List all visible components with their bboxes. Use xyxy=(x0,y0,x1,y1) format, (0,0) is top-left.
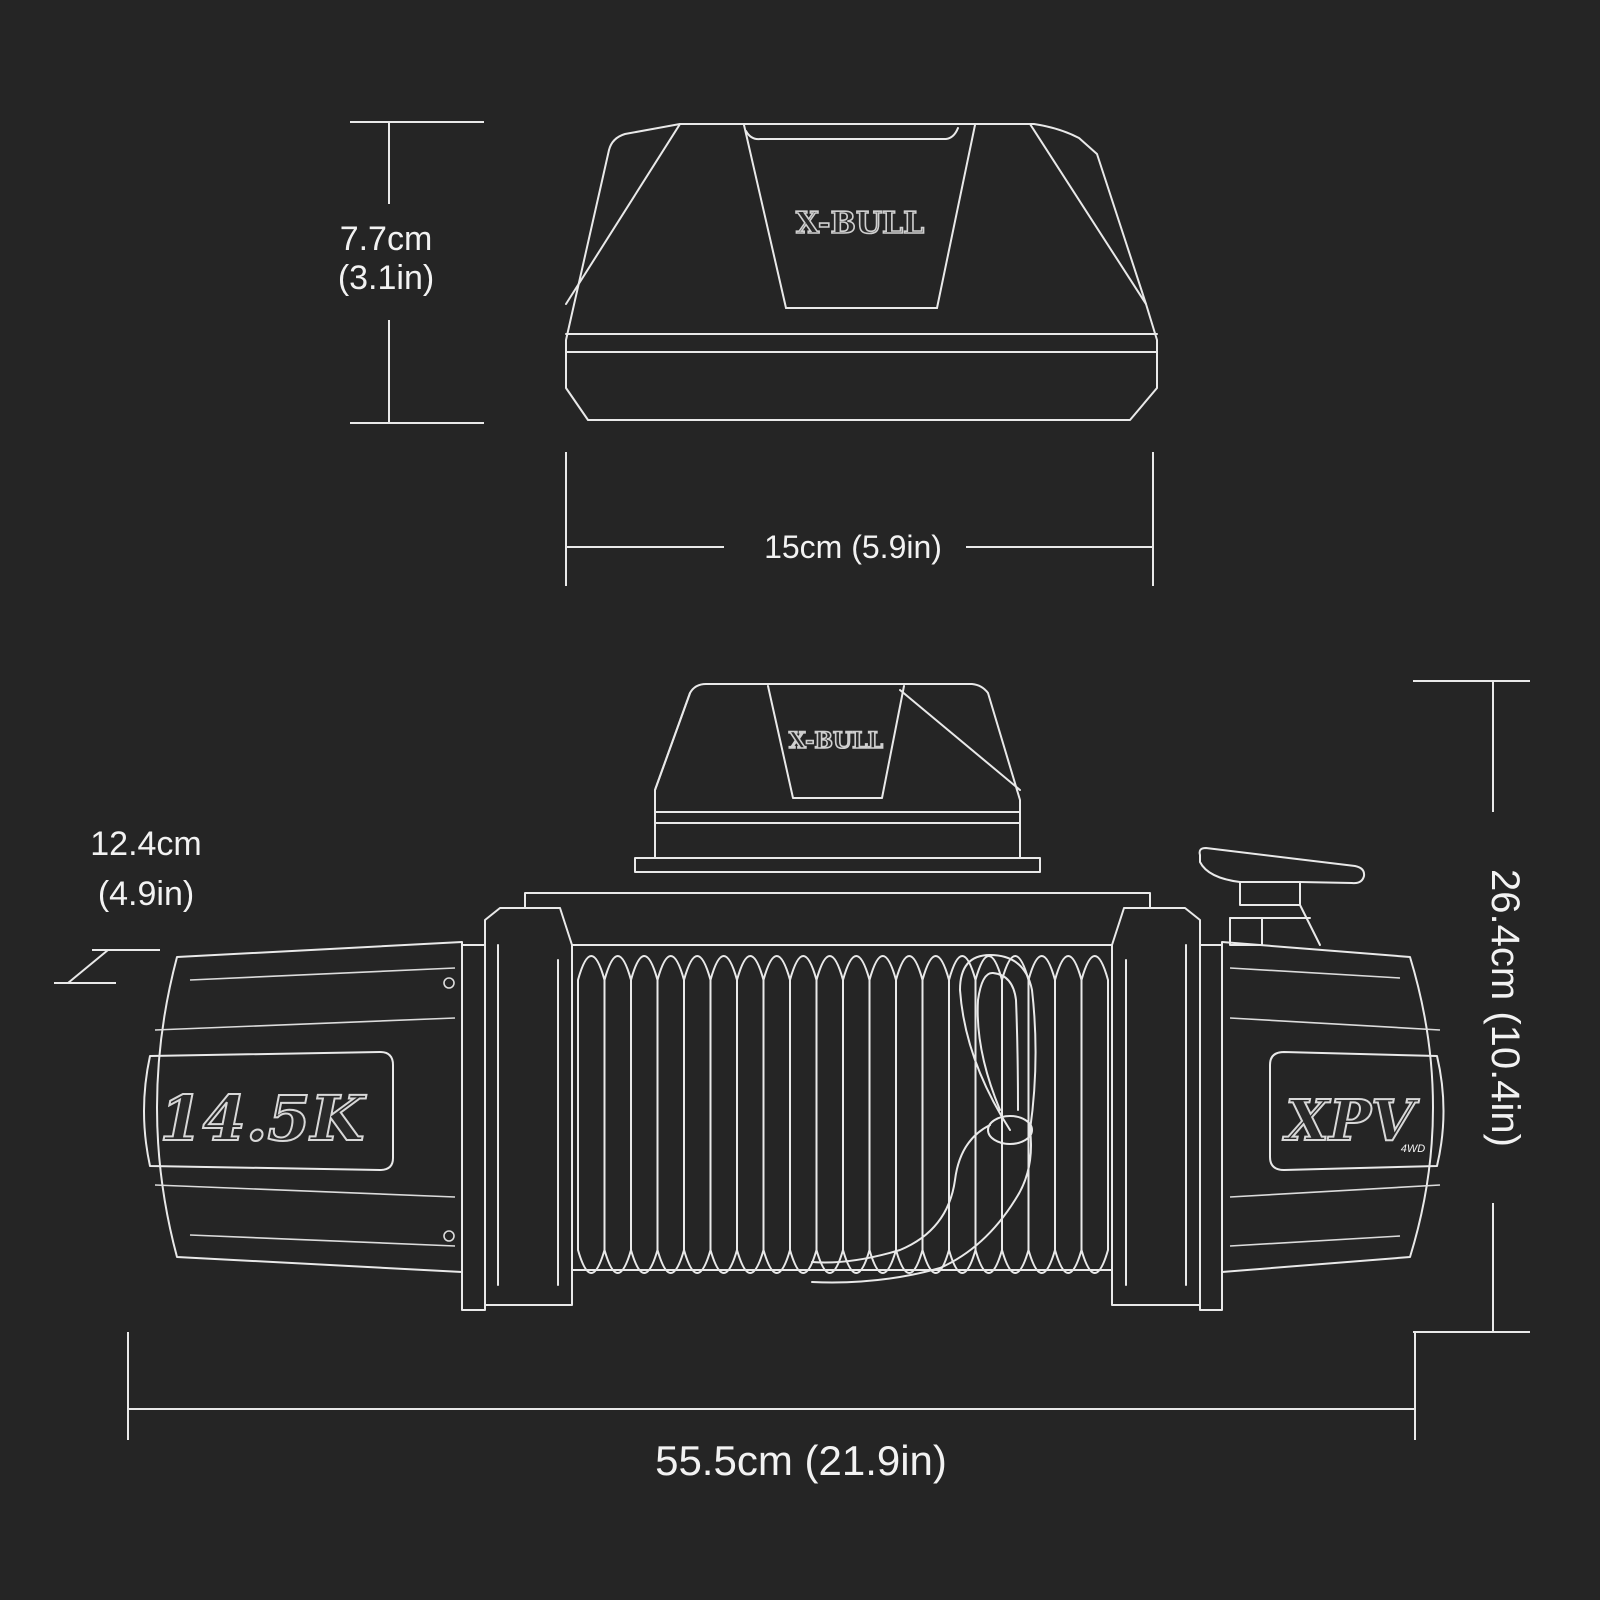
left-end-bracket xyxy=(461,907,573,1311)
control-box-height-in: (3.1in) xyxy=(338,259,434,297)
gearbox-housing-outline xyxy=(1221,941,1434,1273)
winch-height-label: 26.4cm (10.4in) xyxy=(1483,869,1527,1147)
control-box-panel-right xyxy=(936,124,976,309)
gearbox-housing: XPV 4WD xyxy=(1221,941,1445,1273)
control-box-width-dimension: 15cm (5.9in) xyxy=(565,452,1154,586)
control-box-left-facet xyxy=(565,123,681,305)
control-box-height-cm: 7.7cm xyxy=(340,220,433,258)
control-box-front-view: X-BULL xyxy=(565,123,1158,421)
control-box-panel-left xyxy=(743,124,787,309)
rope-coil xyxy=(842,955,871,1274)
rope-coil xyxy=(577,955,606,1274)
rope-tail-top xyxy=(811,1124,991,1264)
clutch-lever xyxy=(1198,847,1366,946)
winch-length-dimension: 55.5cm (21.9in) xyxy=(127,1332,1416,1484)
rope-coil xyxy=(868,955,897,1274)
rope-thimble-inner xyxy=(976,972,1019,1111)
rope-coil xyxy=(709,955,738,1274)
control-box-mount xyxy=(634,857,1041,873)
right-bracket-plate xyxy=(1111,907,1201,1306)
winch-front-view: X-BULL 14.5K xyxy=(143,683,1445,1311)
rope-thimble-outer xyxy=(959,954,1037,1131)
rope-coil xyxy=(1054,955,1083,1274)
control-box-outline xyxy=(565,123,1158,421)
winch-depth-cm: 12.4cm xyxy=(90,825,202,863)
rope-coil xyxy=(815,955,844,1274)
brand-logo-winch: X-BULL xyxy=(789,728,883,754)
rope-coil xyxy=(656,955,685,1274)
control-box-panel-top xyxy=(745,127,959,141)
rope-coil xyxy=(630,955,659,1274)
tie-bar xyxy=(524,892,1151,909)
control-box-width-label: 15cm (5.9in) xyxy=(764,529,942,565)
model-badge-panel xyxy=(1269,1051,1445,1171)
right-end-bracket xyxy=(1111,907,1223,1311)
control-box-right-facet xyxy=(1029,123,1147,305)
winch-depth-dimension: 12.4cm (4.9in) xyxy=(54,825,202,984)
rope-splice xyxy=(987,1115,1033,1145)
rope-coil xyxy=(683,955,712,1274)
winch-height-dimension: 26.4cm (10.4in) xyxy=(1413,680,1530,1333)
model-sub-badge: 4WD xyxy=(1401,1143,1426,1155)
capacity-badge: 14.5K xyxy=(160,1082,367,1155)
winch-control-box: X-BULL xyxy=(524,683,1151,909)
rope-coils xyxy=(577,955,1109,1274)
control-box-height-dimension: 7.7cm (3.1in) xyxy=(338,121,484,424)
rope-coil xyxy=(895,955,924,1274)
rope-tail-bottom xyxy=(811,1129,1032,1284)
rope-coil xyxy=(603,955,632,1274)
winch-depth-in: (4.9in) xyxy=(98,875,194,913)
rope-coil xyxy=(1080,955,1109,1274)
brand-logo-top: X-BULL xyxy=(796,206,924,241)
capacity-badge-panel xyxy=(143,1051,394,1171)
clutch-lever-nut xyxy=(1239,881,1301,906)
motor-housing: 14.5K xyxy=(143,941,463,1273)
rope-coil xyxy=(974,955,1003,1274)
rope-coil xyxy=(736,955,765,1274)
clutch-lever-handle xyxy=(1198,847,1366,885)
winch-control-box-outline xyxy=(654,683,1021,859)
rope-coil xyxy=(789,955,818,1274)
model-badge: XPV xyxy=(1282,1088,1420,1154)
rope-coil xyxy=(762,955,791,1274)
rope-drum xyxy=(571,944,1113,1284)
motor-housing-outline xyxy=(156,941,463,1273)
winch-length-label: 55.5cm (21.9in) xyxy=(655,1437,947,1484)
